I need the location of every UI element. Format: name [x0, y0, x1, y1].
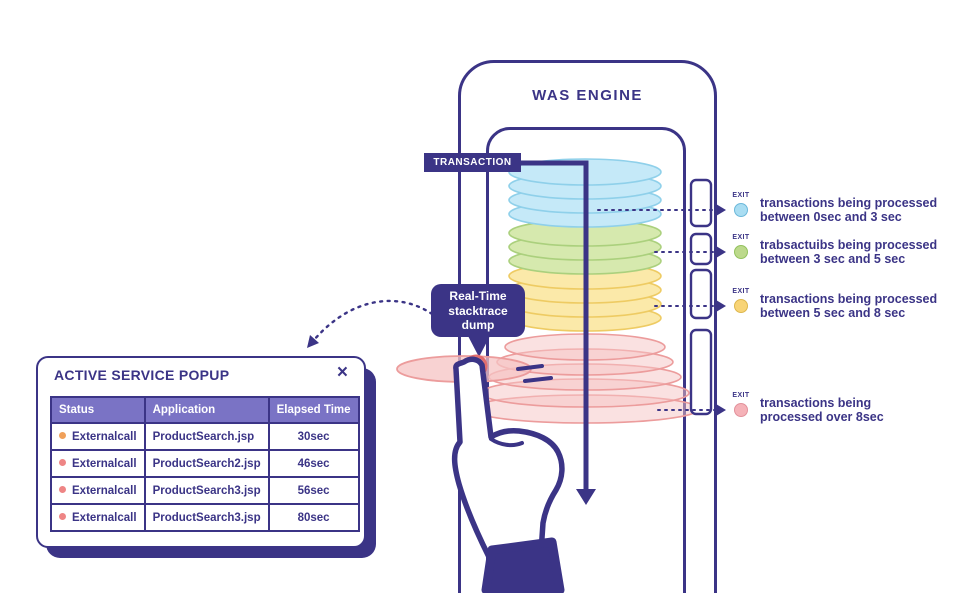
- transaction-banner: TRANSACTION: [424, 153, 521, 172]
- exit-legend-yellow: EXIT transactions being processed betwee…: [726, 288, 941, 324]
- table-row: Externalcall ProductSearch2.jsp 46sec: [50, 449, 360, 478]
- application-cell: ProductSearch.jsp: [143, 422, 270, 451]
- exit-label: EXIT: [732, 392, 750, 399]
- column-header-application: Application: [143, 396, 270, 424]
- exit-legend-blue: EXIT transactions being processed betwee…: [726, 192, 941, 228]
- connector-arrowhead: [716, 246, 726, 258]
- was-engine-title: WAS ENGINE: [532, 87, 643, 104]
- exit-legend-green: EXIT trabsactuibs being processed betwee…: [726, 234, 941, 270]
- exit-dot-blue-icon: [734, 203, 748, 217]
- exit-description: transactions being processed between 5 s…: [760, 292, 938, 320]
- status-cell: Externalcall: [72, 484, 137, 497]
- stacktrace-tooltip: Real-Time stacktrace dump: [431, 284, 525, 337]
- status-dot-icon: [59, 431, 66, 439]
- exit-dot-green-icon: [734, 245, 748, 259]
- column-header-elapsed: Elapsed Time: [267, 396, 360, 424]
- connector-arrowhead: [716, 204, 726, 216]
- column-header-status: Status: [50, 396, 146, 424]
- engine-inner-chamber: [486, 127, 686, 593]
- elapsed-cell: 30sec: [267, 422, 360, 451]
- status-dot-icon: [59, 485, 66, 493]
- status-cell: Externalcall: [72, 511, 137, 524]
- exit-label: EXIT: [732, 234, 750, 241]
- exit-description: transactions being processed over 8sec: [760, 396, 884, 424]
- exit-description: transactions being processed between 0se…: [760, 196, 938, 224]
- close-icon[interactable]: ×: [336, 362, 348, 383]
- exit-dot-yellow-icon: [734, 299, 748, 313]
- tooltip-line: stacktrace: [448, 303, 508, 318]
- elapsed-cell: 80sec: [267, 503, 360, 532]
- popup-title: ACTIVE SERVICE POPUP: [54, 367, 230, 383]
- application-cell: ProductSearch3.jsp: [143, 503, 270, 532]
- status-cell: Externalcall: [72, 457, 137, 470]
- connector-arrowhead: [716, 404, 726, 416]
- connector-arrowhead: [716, 300, 726, 312]
- active-service-popup: ACTIVE SERVICE POPUP × Status Applicatio…: [36, 356, 366, 548]
- application-cell: ProductSearch2.jsp: [143, 449, 270, 478]
- elapsed-cell: 56sec: [267, 476, 360, 505]
- table-header-row: Status Application Elapsed Time: [50, 396, 360, 424]
- tooltip-line: Real-Time: [449, 289, 507, 303]
- exit-label: EXIT: [732, 288, 750, 295]
- application-cell: ProductSearch3.jsp: [143, 476, 270, 505]
- popup-link-arrowhead: [307, 335, 319, 348]
- exit-description: trabsactuibs being processed between 3 s…: [760, 238, 938, 266]
- exit-label: EXIT: [732, 192, 750, 199]
- popup-link-arrow: [312, 299, 434, 342]
- exit-dot-pink-icon: [734, 403, 748, 417]
- status-dot-icon: [59, 512, 66, 520]
- status-cell: Externalcall: [72, 430, 137, 443]
- status-dot-icon: [59, 458, 66, 466]
- table-row: Externalcall ProductSearch.jsp 30sec: [50, 422, 360, 451]
- table-row: Externalcall ProductSearch3.jsp 56sec: [50, 476, 360, 505]
- table-row: Externalcall ProductSearch3.jsp 80sec: [50, 503, 360, 532]
- elapsed-cell: 46sec: [267, 449, 360, 478]
- tooltip-line: dump: [461, 318, 495, 332]
- services-table: Status Application Elapsed Time External…: [50, 396, 360, 532]
- exit-legend-pink: EXIT transactions being processed over 8…: [726, 392, 941, 428]
